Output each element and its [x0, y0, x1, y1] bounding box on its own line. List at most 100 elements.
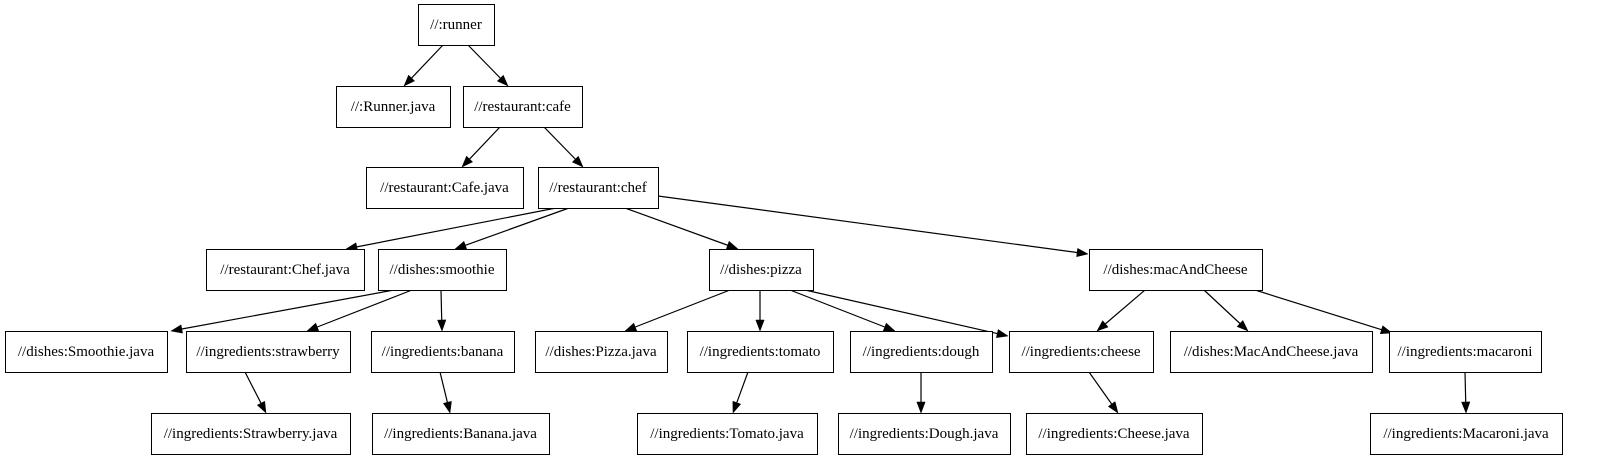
edge-arrowhead-icon — [916, 401, 926, 414]
node-label: //dishes:MacAndCheese.java — [1184, 344, 1359, 360]
node-box[interactable] — [5, 331, 168, 373]
graph-edge — [1096, 289, 1146, 332]
node-box[interactable] — [850, 331, 993, 373]
graph-edge — [755, 290, 765, 332]
edge-arrowhead-icon — [442, 400, 452, 414]
node-box[interactable] — [371, 331, 515, 373]
graph-edge — [624, 289, 731, 332]
node-box[interactable] — [538, 167, 659, 209]
node-box[interactable] — [1170, 331, 1373, 373]
node-label: //restaurant:Chef.java — [220, 262, 350, 278]
edge-arrowhead-icon — [725, 240, 739, 250]
graph-node-runner[interactable]: //:runner — [418, 4, 495, 46]
node-box[interactable] — [1089, 249, 1263, 291]
graph-node-dishes-pizza[interactable]: //dishes:pizza — [709, 249, 814, 291]
edge-arrowhead-icon — [170, 324, 183, 334]
graph-node-macandchz-java[interactable]: //dishes:MacAndCheese.java — [1170, 331, 1373, 373]
node-box[interactable] — [687, 331, 834, 373]
graph-node-macaroni-java[interactable]: //ingredients:Macaroni.java — [1370, 413, 1563, 455]
node-box[interactable] — [535, 331, 668, 373]
edge-line — [181, 289, 395, 330]
edge-line — [1464, 371, 1467, 403]
edge-line — [244, 371, 262, 404]
graph-edge — [345, 207, 557, 252]
graph-node-dishes-macandchz[interactable]: //dishes:macAndCheese — [1089, 249, 1263, 291]
node-label: //dishes:pizza — [720, 262, 802, 278]
node-box[interactable] — [838, 413, 1011, 455]
node-label: //restaurant:cafe — [474, 99, 571, 115]
node-label: //ingredients:Tomato.java — [650, 426, 804, 442]
edge-line — [411, 44, 444, 79]
edge-arrowhead-icon — [1107, 401, 1119, 414]
node-box[interactable] — [418, 4, 495, 46]
edge-arrowhead-icon — [996, 329, 1009, 338]
graph-node-dough-java[interactable]: //ingredients:Dough.java — [838, 413, 1011, 455]
edge-line — [1104, 289, 1146, 325]
graph-node-ing-dough[interactable]: //ingredients:dough — [850, 331, 993, 373]
graph-edge — [732, 371, 749, 414]
node-label: //dishes:Smoothie.java — [18, 344, 155, 360]
edge-line — [789, 289, 885, 328]
graph-edge — [1088, 371, 1119, 414]
graph-edge — [1254, 289, 1393, 334]
graph-node-ing-tomato[interactable]: //ingredients:tomato — [687, 331, 834, 373]
graph-edge — [543, 126, 584, 168]
node-box[interactable] — [206, 249, 365, 291]
graph-edge — [439, 371, 452, 414]
node-box[interactable] — [151, 413, 351, 455]
graph-edge — [170, 289, 395, 334]
edge-line — [467, 44, 501, 79]
graph-node-ing-strawberry[interactable]: //ingredients:strawberry — [186, 331, 351, 373]
graph-node-tomato-java[interactable]: //ingredients:Tomato.java — [637, 413, 818, 455]
graph-node-smoothie-java[interactable]: //dishes:Smoothie.java — [5, 331, 168, 373]
graph-node-ing-macaroni[interactable]: //ingredients:macaroni — [1389, 331, 1542, 373]
node-box[interactable] — [637, 413, 818, 455]
graph-node-cafe-java[interactable]: //restaurant:Cafe.java — [366, 167, 524, 209]
graph-node-restaurant-chef[interactable]: //restaurant:chef — [538, 167, 659, 209]
edge-arrowhead-icon — [496, 74, 509, 87]
edge-line — [624, 207, 728, 246]
node-box[interactable] — [336, 86, 451, 128]
graph-node-strawberry-java[interactable]: //ingredients:Strawberry.java — [151, 413, 351, 455]
node-box[interactable] — [709, 249, 814, 291]
node-label: //:runner — [430, 17, 482, 33]
graph-node-restaurant-cafe[interactable]: //restaurant:cafe — [463, 86, 583, 128]
node-label: //ingredients:cheese — [1021, 344, 1140, 360]
node-box[interactable] — [1370, 413, 1563, 455]
node-box[interactable] — [372, 413, 550, 455]
edge-line — [1088, 371, 1113, 405]
graph-node-ing-cheese[interactable]: //ingredients:cheese — [1009, 331, 1154, 373]
edge-arrowhead-icon — [437, 319, 447, 332]
graph-edge — [624, 207, 739, 250]
graph-edge — [467, 44, 509, 87]
graph-node-banana-java[interactable]: //ingredients:Banana.java — [372, 413, 550, 455]
edge-line — [317, 289, 413, 328]
graph-node-runner-java[interactable]: //:Runner.java — [336, 86, 451, 128]
node-box[interactable] — [1389, 331, 1542, 373]
node-box[interactable] — [366, 167, 524, 209]
edge-line — [440, 289, 443, 321]
node-box[interactable] — [186, 331, 351, 373]
graph-node-dishes-smoothie[interactable]: //dishes:smoothie — [378, 249, 507, 291]
graph-node-chef-java[interactable]: //restaurant:Chef.java — [206, 249, 365, 291]
graph-node-pizza-java[interactable]: //dishes:Pizza.java — [535, 331, 668, 373]
node-label: //ingredients:Macaroni.java — [1383, 426, 1549, 442]
graph-edge — [789, 289, 896, 332]
edge-arrowhead-icon — [403, 74, 416, 87]
graph-edge — [306, 289, 413, 332]
graph-node-cheese-java[interactable]: //ingredients:Cheese.java — [1026, 413, 1203, 455]
graph-edge — [437, 289, 447, 332]
edge-arrowhead-icon — [1096, 320, 1109, 332]
node-label: //ingredients:macaroni — [1398, 344, 1533, 360]
node-label: //dishes:Pizza.java — [545, 344, 657, 360]
node-label: //restaurant:chef — [549, 180, 646, 196]
node-box[interactable] — [463, 86, 583, 128]
node-box[interactable] — [1026, 413, 1203, 455]
edge-line — [356, 207, 557, 248]
node-box[interactable] — [1009, 331, 1154, 373]
graph-node-ing-banana[interactable]: //ingredients:banana — [371, 331, 515, 373]
node-box[interactable] — [378, 249, 507, 291]
edge-arrowhead-icon — [571, 155, 584, 168]
edge-line — [439, 371, 448, 403]
